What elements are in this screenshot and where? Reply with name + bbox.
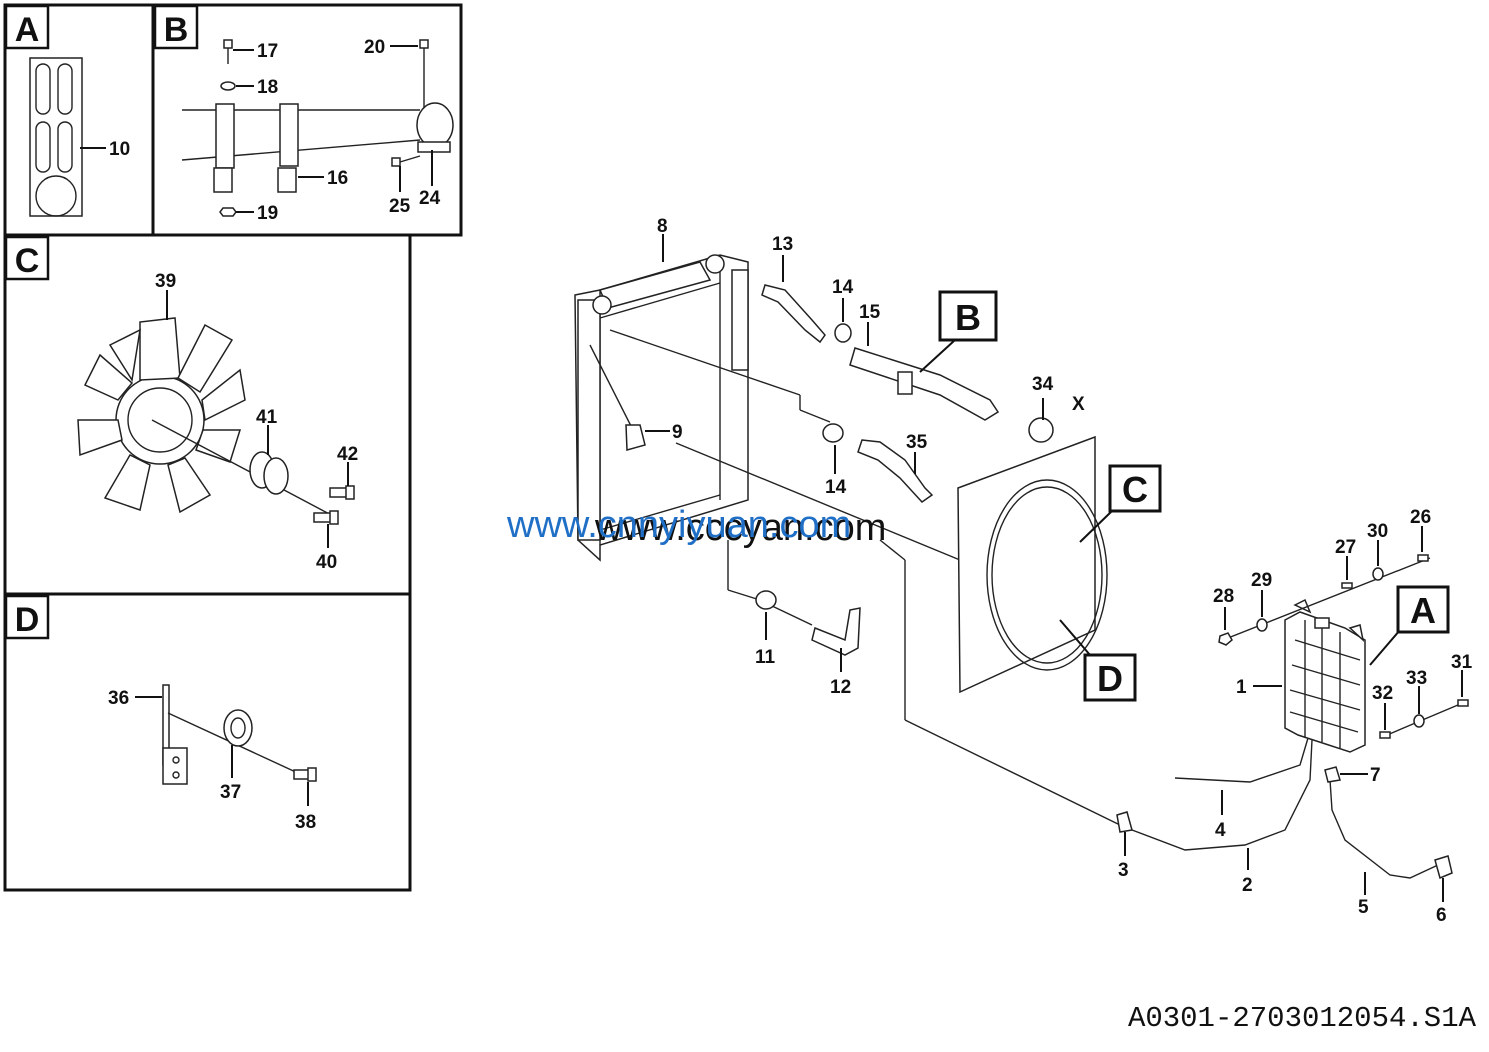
part-15-pipe — [849, 347, 1000, 421]
part-40-bolt — [313, 510, 339, 525]
part-20-bolt — [419, 39, 429, 112]
part-19-nut — [219, 207, 237, 217]
label-32: 32 — [1372, 683, 1393, 704]
part-26-bolt — [1417, 554, 1429, 562]
panel-b: B 17 18 19 16 20 — [151, 3, 463, 237]
panel-d: D 36 37 38 — [3, 592, 412, 892]
label-12: 12 — [830, 677, 851, 698]
label-30: 30 — [1367, 521, 1388, 542]
label-20: 20 — [364, 37, 385, 58]
part-5-hose — [1329, 779, 1439, 879]
label-x: X — [1072, 394, 1085, 415]
label-39: 39 — [155, 271, 176, 292]
part-24-clamp — [416, 102, 454, 153]
label-40: 40 — [316, 552, 337, 573]
label-15: 15 — [859, 302, 881, 323]
label-14b: 14 — [825, 477, 847, 498]
label-8: 8 — [657, 216, 668, 237]
label-42: 42 — [337, 444, 358, 465]
part-6-clamp — [1434, 855, 1453, 880]
label-2: 2 — [1242, 875, 1253, 896]
label-13: 13 — [772, 234, 793, 255]
label-38: 38 — [295, 812, 316, 833]
part-14-clamp-upper — [834, 323, 852, 343]
label-24: 24 — [419, 188, 441, 209]
part-32-sleeve — [1379, 731, 1391, 739]
part-17-bolt — [223, 39, 233, 64]
label-19: 19 — [257, 203, 278, 224]
part-3-clamp — [1116, 811, 1133, 833]
label-28: 28 — [1213, 586, 1234, 607]
part-33-washer — [1413, 714, 1425, 728]
callout-a: A — [1410, 590, 1436, 631]
part-34-coupling — [1028, 417, 1054, 443]
panel-d-letter: D — [15, 601, 40, 639]
label-5: 5 — [1358, 897, 1369, 918]
panel-a: A 10 — [3, 3, 155, 237]
watermark-black: www.cccyan.com — [594, 507, 886, 549]
label-33: 33 — [1406, 668, 1427, 689]
part-37-grommet — [223, 709, 253, 747]
part-1-expansion-tank — [1284, 598, 1366, 753]
part-28-nut — [1218, 632, 1233, 646]
panel-b-letter: B — [164, 11, 189, 49]
label-37: 37 — [220, 782, 241, 803]
part-31-bolt — [1457, 699, 1469, 707]
label-10: 10 — [109, 139, 130, 160]
part-39-fan — [77, 317, 246, 514]
fan-shroud — [957, 435, 1108, 694]
part-29-washer — [1256, 618, 1268, 632]
label-1: 1 — [1236, 677, 1247, 698]
part-4-hose — [1174, 737, 1309, 783]
label-41: 41 — [256, 407, 278, 428]
label-17: 17 — [257, 41, 278, 62]
part-10-cover-plate — [29, 57, 83, 217]
pipe-assembly — [181, 103, 421, 193]
part-35-hose — [857, 439, 934, 503]
label-11: 11 — [755, 647, 776, 668]
label-31: 31 — [1451, 652, 1473, 673]
label-26: 26 — [1410, 507, 1431, 528]
part-41-spacer — [249, 451, 289, 495]
drawing-code: A0301-2703012054.S1A — [1128, 1002, 1477, 1035]
label-34: 34 — [1032, 374, 1054, 395]
part-27-sleeve — [1341, 582, 1353, 589]
part-2-hose — [1131, 739, 1313, 851]
part-7-clamp — [1324, 766, 1341, 783]
radiator-frame — [574, 254, 831, 562]
part-38-bolt — [293, 767, 317, 782]
part-18-washer — [220, 81, 236, 91]
label-4: 4 — [1215, 820, 1226, 841]
label-6: 6 — [1436, 905, 1447, 926]
label-7: 7 — [1370, 765, 1381, 786]
label-18: 18 — [257, 77, 278, 98]
part-30-washer — [1372, 567, 1384, 581]
label-35: 35 — [906, 432, 928, 453]
label-9: 9 — [672, 422, 683, 443]
label-27: 27 — [1335, 537, 1356, 558]
label-16: 16 — [327, 168, 348, 189]
panel-c: C 39 41 42 — [3, 233, 412, 596]
part-9-strut — [589, 344, 646, 451]
main-assembly: 8 9 13 14 15 B 34 X 14 — [574, 216, 1473, 926]
part-42-bolt — [329, 485, 355, 500]
part-11-clamp — [755, 590, 777, 610]
panel-a-letter: A — [15, 11, 40, 49]
part-25-bolt — [391, 155, 421, 167]
label-25: 25 — [389, 196, 411, 217]
watermark-blue: www.cnnyiyuan.com — [506, 504, 851, 546]
part-36-bracket — [162, 684, 188, 785]
label-3: 3 — [1118, 860, 1129, 881]
part-12-hose — [811, 607, 861, 656]
label-14a: 14 — [832, 277, 854, 298]
label-36: 36 — [108, 688, 129, 709]
label-29: 29 — [1251, 570, 1272, 591]
part-13-hose — [761, 284, 826, 344]
part-14-clamp-lower — [822, 423, 844, 443]
callout-d: D — [1097, 658, 1123, 699]
callout-c: C — [1122, 469, 1148, 510]
panel-c-letter: C — [15, 242, 40, 280]
callout-b: B — [955, 297, 981, 338]
